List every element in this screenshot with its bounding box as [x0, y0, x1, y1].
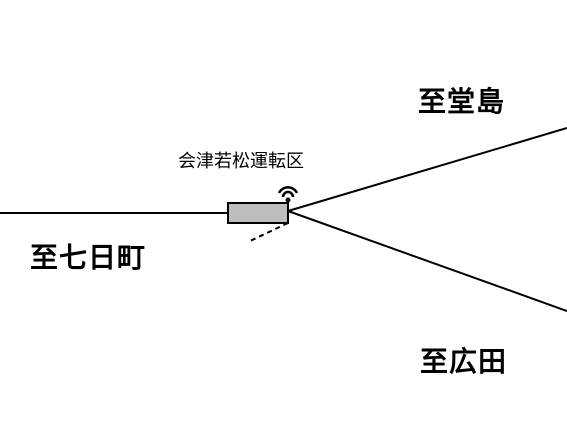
- track-hirota: [287, 210, 567, 312]
- track-dojima: [287, 127, 567, 212]
- destination-hirota-label: 至広田: [420, 345, 508, 378]
- spur-track: [249, 222, 289, 242]
- depot-label: 会津若松運転区: [178, 151, 304, 172]
- signal-icon: [277, 186, 299, 203]
- destination-nanokamachi-label: 至七日町: [30, 241, 147, 274]
- destination-dojima-label: 至堂島: [418, 85, 506, 118]
- depot-platform: [227, 202, 289, 224]
